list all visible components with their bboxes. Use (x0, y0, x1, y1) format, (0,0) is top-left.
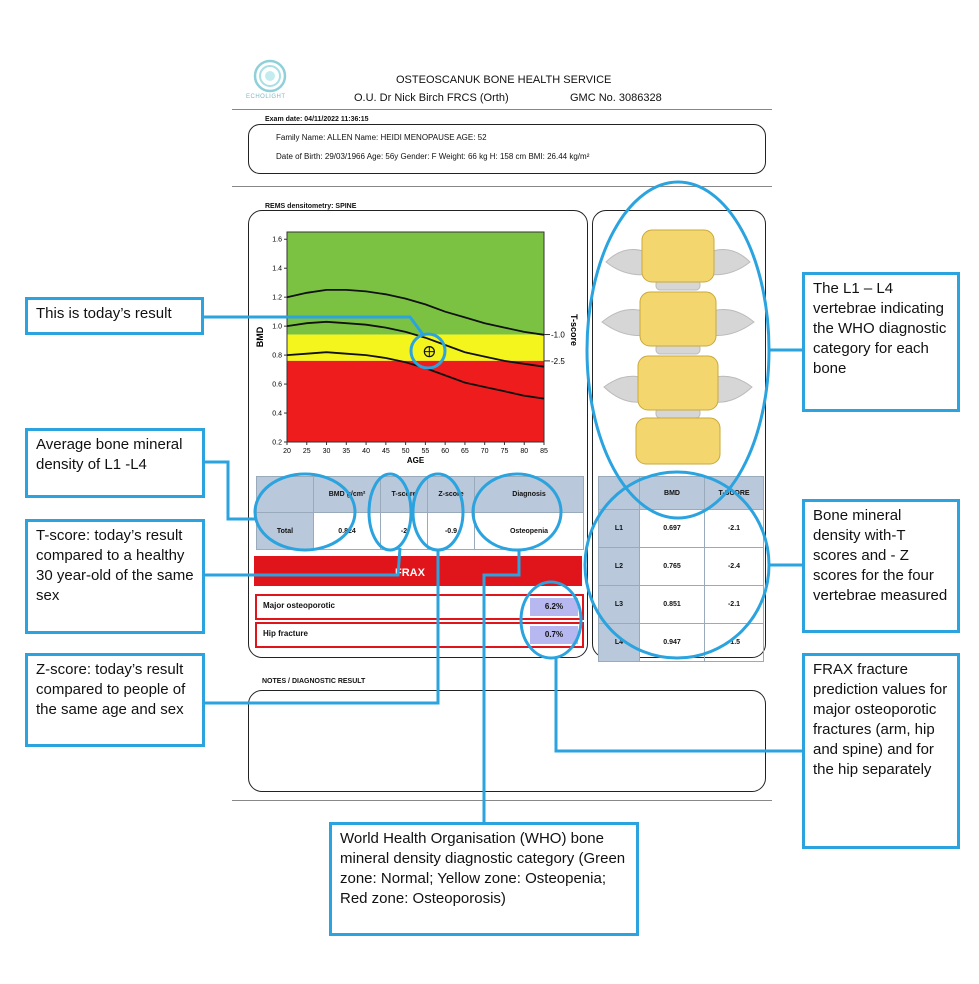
callout-tscore: T-score: today’s result compared to a he… (25, 519, 205, 634)
table-row: L4 0.947 -1.5 (598, 623, 764, 662)
row-bmd: 0.851 (639, 585, 705, 624)
y-axis-label: BMD (255, 326, 265, 347)
frax-hip-label: Hip fracture (263, 629, 308, 638)
frax-hip-value: 0.7% (530, 626, 578, 644)
total-diagnosis: Osteopenia (474, 512, 584, 550)
x-tick-label: 40 (362, 448, 370, 455)
y2-axis-label: T-score (569, 314, 579, 346)
header-bmd: BMD (639, 476, 705, 510)
patient-info-box (248, 124, 766, 174)
y2-tick-label: -2.5 (551, 357, 565, 366)
table-row: L2 0.765 -2.4 (598, 547, 764, 586)
table-row: Total 0.824 -2 -0.9 Osteopenia (256, 512, 584, 550)
callout-zscore: Z-score: today’s result compared to peop… (25, 653, 205, 747)
x-tick-label: 20 (283, 448, 291, 455)
callout-vertebrae: The L1 – L4 vertebrae indicating the WHO… (802, 272, 960, 412)
vertebrae-table: BMD T-SCORE L1 0.697 -2.1 L2 0.765 -2.4 … (598, 476, 764, 662)
row-tscore: -2.4 (704, 547, 764, 586)
x-tick-label: 35 (342, 448, 350, 455)
vertebrae-illustration (601, 229, 755, 465)
y-tick-label: 0.8 (272, 353, 282, 360)
x-tick-label: 75 (501, 448, 509, 455)
patient-details-line: Date of Birth: 29/03/1966 Age: 56y Gende… (276, 152, 590, 161)
y-tick-label: 0.4 (272, 411, 282, 418)
bottom-divider (232, 800, 772, 801)
row-bmd: 0.697 (639, 509, 705, 548)
row-tscore: -2.1 (704, 509, 764, 548)
zone-normal (287, 232, 544, 335)
y-tick-label: 0.2 (272, 440, 282, 447)
x-tick-label: 50 (402, 448, 410, 455)
bmd-chart: 20 25 30 35 40 45 50 55 60 65 70 75 80 85 0.2 0.4 0.6 0.8… (255, 231, 579, 465)
total-zscore: -0.9 (427, 512, 475, 550)
x-tick-label: 55 (421, 448, 429, 455)
callout-frax: FRAX fracture prediction values for majo… (802, 653, 960, 849)
x-tick-label: 25 (303, 448, 311, 455)
gmc-number: GMC No. 3086328 (570, 92, 662, 104)
x-tick-label: 70 (481, 448, 489, 455)
zone-osteoporosis (287, 360, 544, 442)
row-tscore: -1.5 (704, 623, 764, 662)
frax-major-label: Major osteoporotic (263, 601, 336, 610)
x-axis-label: AGE (407, 456, 425, 465)
y2-tick-label: -1.0 (551, 331, 565, 340)
y-tick-label: 1.2 (272, 295, 282, 302)
x-tick-label: 80 (520, 448, 528, 455)
row-label: L4 (598, 623, 640, 662)
x-tick-label: 60 (441, 448, 449, 455)
callout-average-bmd: Average bone mineral density of L1 -L4 (25, 428, 205, 498)
header-empty-cell (598, 476, 640, 510)
bmd-summary-table: BMD g/cm² T-score Z-score Diagnosis Tota… (256, 476, 584, 550)
row-bmd: 0.947 (639, 623, 705, 662)
frax-title: FRAX (395, 567, 425, 579)
exam-date: Exam date: 04/11/2022 11:36:15 (262, 116, 372, 123)
callout-today-result: This is today’s result (25, 297, 204, 335)
patient-divider (232, 186, 772, 187)
header-bmd: BMD g/cm² (313, 476, 381, 513)
header-tscore: T-score (380, 476, 428, 513)
header-tscore: T-SCORE (704, 476, 764, 510)
table-row: L1 0.697 -2.1 (598, 509, 764, 548)
zone-osteopenia (287, 334, 544, 361)
x-tick-label: 30 (323, 448, 331, 455)
y-tick-label: 1.4 (272, 266, 282, 273)
echolight-logo-icon (253, 59, 287, 93)
bmd-table-header: BMD g/cm² T-score Z-score Diagnosis (256, 476, 584, 513)
row-label-total: Total (256, 512, 314, 550)
reference-curve-1 (286, 289, 545, 336)
vertebrae-table-header: BMD T-SCORE (598, 476, 764, 510)
callout-segment-bmd: Bone mineral density with-T scores and -… (802, 499, 960, 633)
header-diagnosis: Diagnosis (474, 476, 584, 513)
table-row: L3 0.851 -2.1 (598, 585, 764, 624)
x-tick-label: 65 (461, 448, 469, 455)
row-label: L1 (598, 509, 640, 548)
patient-name-line: Family Name: ALLEN Name: HEIDI MENOPAUSE… (276, 133, 487, 142)
service-title: OSTEOSCANUK BONE HEALTH SERVICE (396, 74, 612, 86)
header-zscore: Z-score (427, 476, 475, 513)
row-label: L2 (598, 547, 640, 586)
row-bmd: 0.765 (639, 547, 705, 586)
y-tick-label: 1.0 (272, 324, 282, 331)
plot-frame (286, 231, 545, 443)
notes-box (248, 690, 766, 792)
frax-major-row: Major osteoporotic 6.2% (255, 594, 584, 620)
total-tscore: -2 (380, 512, 428, 550)
logo-text: ECHOLIGHT (246, 94, 286, 100)
doctor-name: O.U. Dr Nick Birch FRCS (Orth) (354, 92, 509, 104)
notes-title: NOTES / DIAGNOSTIC RESULT (262, 678, 366, 685)
total-bmd: 0.824 (313, 512, 381, 550)
frax-hip-row: Hip fracture 0.7% (255, 622, 584, 648)
x-tick-label: 45 (382, 448, 390, 455)
frax-major-value: 6.2% (530, 598, 578, 616)
x-tick-label: 85 (540, 448, 548, 455)
callout-who-category: World Health Organisation (WHO) bone min… (329, 822, 639, 936)
section-title: REMS densitometry: SPINE (262, 203, 360, 210)
row-tscore: -2.1 (704, 585, 764, 624)
y-tick-label: 1.6 (272, 237, 282, 244)
header-empty-cell (256, 476, 314, 513)
y-tick-label: 0.6 (272, 382, 282, 389)
row-label: L3 (598, 585, 640, 624)
header-divider (232, 109, 772, 110)
